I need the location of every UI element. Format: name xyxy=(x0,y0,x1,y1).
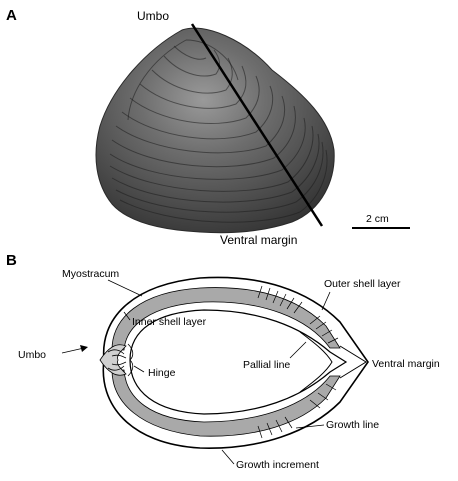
myostracum-label: Myostracum xyxy=(62,268,119,280)
scale-bar-label: 2 cm xyxy=(366,213,389,225)
umbo-arrowhead xyxy=(80,345,88,352)
outer-shell-layer-leader xyxy=(322,292,330,310)
panel-b-letter: B xyxy=(6,252,17,269)
panel-a-letter: A xyxy=(6,7,17,24)
inner-shell-layer-label: Inner shell layer xyxy=(132,316,207,328)
growth-line-label: Growth line xyxy=(326,419,379,431)
pallial-line-label: Pallial line xyxy=(243,359,290,371)
panel-a-umbo-label: Umbo xyxy=(137,9,169,23)
hinge-label: Hinge xyxy=(148,367,176,379)
panel-a-ventral-margin-label: Ventral margin xyxy=(220,233,297,247)
myostracum-leader xyxy=(108,280,142,296)
outer-shell-layer-label: Outer shell layer xyxy=(324,278,401,290)
umbo-arrow-line xyxy=(62,348,84,353)
umbo-label: Umbo xyxy=(18,349,46,361)
scale-bar: 2 cm xyxy=(352,213,410,228)
growth-increment-leader xyxy=(222,450,234,464)
growth-increment-label: Growth increment xyxy=(236,459,319,471)
ventral-margin-label: Ventral margin xyxy=(372,358,440,370)
